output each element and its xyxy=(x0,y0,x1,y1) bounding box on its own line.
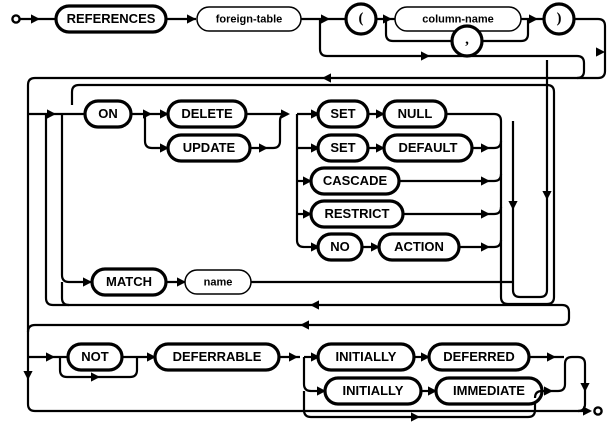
track-immediate-out xyxy=(542,355,573,393)
arrow-immediate-out xyxy=(544,386,553,396)
node-deferred-label: DEFERRED xyxy=(443,349,515,364)
node-rparen-label: ) xyxy=(557,10,562,26)
node-restrict-label: RESTRICT xyxy=(325,206,390,221)
track-bypass-on-match xyxy=(44,114,554,307)
track-row3-wrap xyxy=(26,303,571,333)
node-name-label: name xyxy=(204,276,233,288)
arrow-ref-to-ftable xyxy=(187,14,196,24)
arrow-deferrable-out xyxy=(289,352,298,362)
node-default-label: DEFAULT xyxy=(399,140,458,155)
track-match-return xyxy=(60,282,70,307)
node-column-name-label: column-name xyxy=(422,13,494,25)
arrow-not-bypass xyxy=(91,372,100,382)
arrow-guide-col-b xyxy=(542,191,552,200)
node-references-label: REFERENCES xyxy=(67,11,156,26)
arrow-update-out xyxy=(259,143,268,153)
node-set-default-set-label: SET xyxy=(330,140,355,155)
arrow-bypass-columns xyxy=(421,51,430,61)
node-update-label: UPDATE xyxy=(183,140,236,155)
node-initially-immediate-initially-label: INITIALLY xyxy=(343,383,404,398)
track-guide-col-a xyxy=(511,121,521,299)
arrow-guide-col-a xyxy=(508,201,518,210)
track-action-fanout xyxy=(295,114,305,249)
node-delete-label: DELETE xyxy=(181,106,233,121)
arrow-restrict-out xyxy=(481,209,490,219)
track-guide-col-b xyxy=(520,121,549,299)
arrow-default-out xyxy=(481,143,490,153)
arrow-row3-collector-down xyxy=(580,383,590,392)
arrow-initially-bypass xyxy=(411,412,420,422)
arrow-ftable-to-lparen xyxy=(321,14,330,24)
arrow-action-out xyxy=(481,242,490,252)
track-row1-wrap-right xyxy=(574,17,607,80)
start-marker xyxy=(11,14,21,24)
track-null-out xyxy=(446,112,503,122)
arrow-row3-entry xyxy=(46,352,55,362)
node-initially-deferred-initially-label: INITIALLY xyxy=(336,349,397,364)
arrow-row3-wrap xyxy=(300,320,309,330)
arrow-row2-entry xyxy=(47,109,56,119)
arrow-row1-wrap-down xyxy=(596,47,605,57)
node-cascade-label: CASCADE xyxy=(323,173,388,188)
track-action-out xyxy=(459,239,503,249)
track-bypass-columns xyxy=(318,19,577,58)
node-comma-label: , xyxy=(465,31,469,47)
track-to-update xyxy=(143,114,169,150)
node-null-label: NULL xyxy=(398,106,433,121)
node-foreign-table-label: foreign-table xyxy=(216,13,283,25)
arrow-lparen-to-colname xyxy=(383,14,392,24)
node-immediate-label: IMMEDIATE xyxy=(453,383,525,398)
node-lparen-label: ( xyxy=(359,10,364,26)
track-bypass-merge xyxy=(576,54,586,80)
track-actions-collector xyxy=(499,121,509,306)
node-on-label: ON xyxy=(98,106,118,121)
node-set-null-set-label: SET xyxy=(330,106,355,121)
end-marker xyxy=(593,406,603,416)
track-comma-loop-left xyxy=(384,19,452,43)
node-comma[interactable] xyxy=(450,24,484,58)
track-update-out xyxy=(250,112,288,150)
node-match-label: MATCH xyxy=(106,274,152,289)
node-no-label: NO xyxy=(330,239,350,254)
node-not-label: NOT xyxy=(81,349,109,364)
node-action-label: ACTION xyxy=(394,239,444,254)
arrow-action-fanin xyxy=(281,109,290,119)
arrow-bypass-on-match xyxy=(310,300,319,310)
arrow-deferred-out xyxy=(547,352,556,362)
track-to-match xyxy=(60,114,94,284)
arrow-start xyxy=(31,14,40,24)
arrow-row3-bypass-down xyxy=(23,371,33,380)
track-comma-loop-right xyxy=(483,19,530,43)
track-initially-fanout xyxy=(302,357,312,393)
arrow-row2-wrap xyxy=(322,73,331,83)
arrow-colname-to-rparen xyxy=(529,14,538,24)
track-initially-bypass-join xyxy=(533,389,543,399)
track-on-group-loop xyxy=(70,83,556,306)
arrow-final xyxy=(583,406,592,416)
track-row2-wrap-left xyxy=(26,76,598,413)
arrow-cascade-out xyxy=(481,176,490,186)
node-deferrable-label: DEFERRABLE xyxy=(173,349,262,364)
